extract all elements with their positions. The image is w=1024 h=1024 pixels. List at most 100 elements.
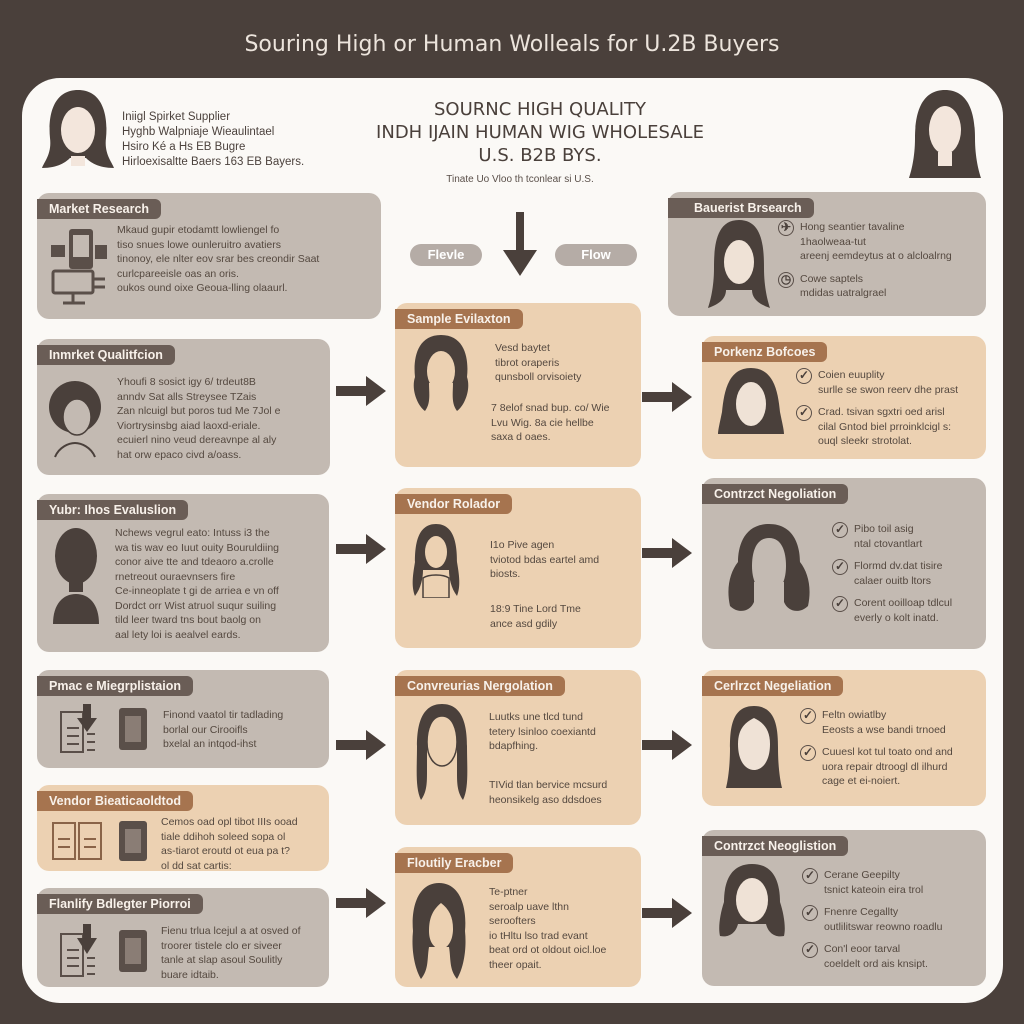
text-line: Flormd dv.dat tisire — [854, 560, 943, 572]
center-title-line: INDH IJAIN HUMAN WIG WHOLESALE — [376, 122, 704, 143]
checkmark-icon: ✓ — [796, 368, 812, 384]
text-line: tsnict kateoin eira trol — [824, 883, 924, 896]
card-label: Contrzct Negoliation — [702, 484, 849, 504]
checklist: ✓ Cerane Geepilty tsnict kateoin eira trol… — [802, 868, 942, 979]
text-line: aal lety loi is aealvel eards. — [115, 628, 241, 641]
text-line: 7 8elof snad bup. co/ Wie — [491, 402, 610, 414]
card-market-research: Market Research Mkaud gupir etodamtt low… — [37, 193, 381, 319]
text-line: coeldelt ord ais knsipt. — [824, 957, 928, 970]
card-label: Porkenz Bofcoes — [702, 342, 828, 362]
right-arrow-icon — [336, 888, 386, 918]
intro-text: Iniigl Spirket Supplier Hyghb Walpniaje … — [122, 110, 304, 170]
card-label: Contrzct Neoglistion — [702, 836, 849, 856]
woman-avatar-icon — [708, 220, 770, 308]
card-label: Convreurias Nergolation — [395, 676, 565, 696]
layered-hair-woman-icon — [412, 883, 466, 979]
flow-pill-left: Flevle — [410, 244, 482, 266]
card-buyer-research: Bauerist Brsearch ✈Hong seantier tavalin… — [668, 192, 986, 316]
woman-avatar-icon — [42, 90, 114, 168]
card-text: Fienu trlua lcejul a at osved of troorer … — [161, 924, 301, 982]
text-line: Cerane Geepilty — [824, 869, 900, 881]
text-line: oukos ound oixe Geoua-lling olaaurl. — [117, 282, 288, 294]
text-line: curlcpareeisle oas an oris. — [117, 267, 239, 280]
intro-line: Hirloexisaltte Baers 163 EB Bayers. — [122, 156, 305, 168]
checkmark-icon: ✓ — [802, 905, 818, 921]
checkmark-icon: ✓ — [800, 708, 816, 724]
right-arrow-icon — [336, 534, 386, 564]
text-line: cilal Gntod biel prroinklcigl s: — [818, 420, 952, 433]
documents-icon — [52, 821, 147, 861]
text-line: Finond vaatol tir tadlading — [163, 709, 284, 721]
clock-icon: ◷ — [778, 271, 794, 288]
text-line: bxelal an intqod-ihst — [163, 738, 257, 750]
text-line: Yhoufi 8 sosict igy 6/ trdeut8B — [117, 376, 256, 388]
text-line: Fnenre Cegallty — [824, 906, 899, 918]
text-line: Cowe saptels — [800, 272, 864, 285]
card-label: Vendor Bieaticaoldtod — [37, 791, 193, 811]
text-line: tetery lsinloo coexiantd — [489, 725, 596, 738]
text-line: areenj eemdeytus at o alcloalrng — [800, 250, 952, 262]
card-contract-negotiation-3: Contrzct Neoglistion ✓ Cerane Geepilty tsn… — [702, 830, 986, 986]
woman-avatar-icon — [718, 368, 784, 434]
text-line: cage et ei-noiert. — [822, 775, 901, 787]
text-line: troorer tistele clo er siveer — [161, 939, 282, 952]
text-line: Corent ooilloap tdlcul — [854, 597, 953, 609]
flow-pill-right: Flow — [555, 244, 637, 266]
center-subtitle: Tinate Uo Vloo th tconlear si U.S. — [446, 174, 594, 185]
text-line: 18:9 Tine Lord Tme — [490, 603, 581, 615]
text-line: ance asd gdily — [490, 617, 558, 630]
card-label: Yubr: Ihos Evaluslion — [37, 500, 189, 520]
checkmark-icon: ✓ — [800, 745, 816, 761]
woman-avatar-icon — [726, 706, 782, 788]
text-line: Lvu Wig. 8a cie hellbe — [491, 416, 594, 429]
down-arrow-icon — [503, 212, 537, 276]
text-line: Cemos oad opl tibot IIIs ooad — [161, 816, 298, 828]
text-line: saxa d oaes. — [491, 431, 551, 443]
card-label: Inmrket Qualitfcion — [37, 345, 175, 365]
card-label: Market Research — [37, 199, 162, 219]
text-line: outlilitswar reowno roadlu — [824, 920, 943, 933]
card-label: Sample Evilaxton — [395, 309, 523, 329]
text-line: Hong seantier tavaline — [800, 221, 905, 233]
right-arrow-icon — [336, 730, 386, 760]
curly-hair-woman-icon — [49, 381, 101, 458]
text-line: Crad. tsivan sgxtri oed arisl — [818, 406, 945, 418]
text-line: io tHltu lso trad evant — [489, 929, 588, 942]
text-line: mdidas uatralgrael — [800, 287, 887, 299]
text-line: tibrot oraperis — [495, 356, 560, 369]
intro-line: Hyghb Walpniaje Wieaulintael — [122, 126, 275, 138]
text-line: Con'l eoor tarval — [824, 943, 901, 955]
checkmark-icon: ✓ — [796, 405, 812, 421]
text-line: Coien euuplity — [818, 369, 885, 381]
text-line: tiso snues lowe ounleruitro avatiers — [117, 238, 282, 251]
device-docs-icon — [51, 229, 107, 305]
text-line: tild leer tward tns bout baolg on — [115, 614, 261, 626]
text-line: Nchews vegrul eato: Intuss i3 the — [115, 527, 270, 539]
card-text: Luutks une tlcd tund tetery lsinloo coexi… — [489, 710, 596, 754]
text-line: theer opait. — [489, 958, 542, 971]
text-line: uora repair dtroogl dl ilhurd — [822, 760, 948, 773]
text-line: hat orw epaco civd a/oass. — [117, 448, 242, 461]
long-straight-hair-woman-icon — [416, 704, 468, 800]
text-line: tinonoy, ele nlter eov srar bes creondir… — [117, 253, 320, 265]
text-line: Eeosts a wse bandi trnoed — [822, 723, 946, 736]
text-line: Fienu trlua lcejul a at osved of — [161, 925, 301, 937]
wavy-hair-woman-icon — [413, 335, 469, 411]
text-line: Luutks une tlcd tund — [489, 711, 583, 723]
text-line: Viortrysinsbg aiad laoxd-eriale. — [117, 419, 261, 432]
text-line: tiale ddihoh soleed sopa ol — [161, 830, 286, 843]
woman-avatar-icon — [909, 90, 981, 178]
center-title-line: SOURNC HIGH QUALITY — [433, 99, 647, 120]
